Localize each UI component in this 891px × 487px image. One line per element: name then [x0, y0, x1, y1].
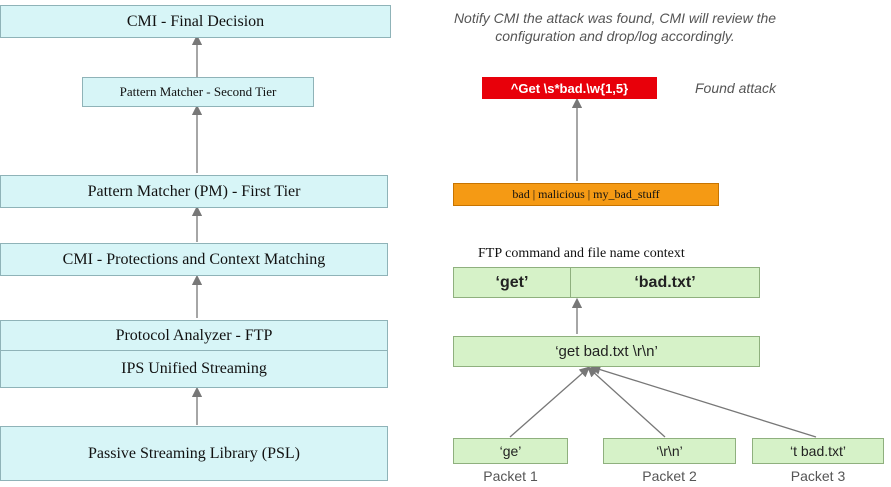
protocol-analyzer-label: Protocol Analyzer - FTP [115, 326, 273, 344]
box-cmi-protections: CMI - Protections and Context Matching [0, 243, 388, 276]
ips-streaming-label: IPS Unified Streaming [121, 360, 267, 377]
box-protocol-analyzer: Protocol Analyzer - FTP [0, 320, 388, 351]
notify-text-line2: configuration and drop/log accordingly. [495, 28, 735, 44]
packet1-label: Packet 1 [483, 468, 538, 484]
context-label: FTP command and file name context [478, 246, 685, 261]
notify-text: Notify CMI the attack was found, CMI wil… [425, 9, 805, 45]
arrow-packet2-to-assembled [587, 366, 666, 438]
packet1-box: ‘ge’ [453, 438, 568, 464]
cmi-protections-label: CMI - Protections and Context Matching [62, 250, 326, 268]
found-attack-label: Found attack [695, 80, 776, 96]
box-psl: Passive Streaming Library (PSL) [0, 426, 388, 481]
notify-text-line1: Notify CMI the attack was found, CMI wil… [453, 10, 777, 26]
packet2-box: ‘\r\n’ [603, 438, 736, 464]
regex-alert-label: ^Get \s*bad.\w{1,5} [510, 80, 629, 96]
pattern-label: bad | malicious | my_bad_stuff [512, 187, 660, 201]
assembled-stream-label: ‘get bad.txt \r\n’ [555, 343, 658, 360]
pm-first-tier-label: Pattern Matcher (PM) - First Tier [87, 182, 301, 200]
pm-second-tier-label: Pattern Matcher - Second Tier [119, 84, 277, 99]
context-file-label: ‘bad.txt’ [634, 273, 696, 291]
final-decision-label: CMI - Final Decision [126, 12, 265, 30]
box-ips-streaming: IPS Unified Streaming [0, 350, 388, 388]
context-cmd-box: ‘get’ [453, 267, 571, 298]
arrow-packet3-to-assembled [590, 364, 817, 438]
pattern-box: bad | malicious | my_bad_stuff [453, 183, 719, 206]
box-pm-second-tier: Pattern Matcher - Second Tier [82, 77, 314, 107]
box-pm-first-tier: Pattern Matcher (PM) - First Tier [0, 175, 388, 208]
assembled-stream-box: ‘get bad.txt \r\n’ [453, 336, 760, 367]
packet2-label: Packet 2 [642, 468, 697, 484]
context-cmd-label: ‘get’ [495, 273, 529, 291]
packet3-box: ‘t bad.txt’ [752, 438, 884, 464]
packet3-value: ‘t bad.txt’ [789, 443, 847, 459]
psl-label: Passive Streaming Library (PSL) [88, 444, 300, 462]
arrow-packet1-to-assembled [509, 366, 590, 438]
regex-alert-box: ^Get \s*bad.\w{1,5} [482, 77, 657, 99]
box-final-decision: CMI - Final Decision [0, 5, 391, 38]
packet2-value: ‘\r\n’ [656, 443, 683, 459]
packet1-value: ‘ge’ [499, 443, 522, 459]
packet3-label: Packet 3 [790, 468, 846, 484]
context-file-box: ‘bad.txt’ [570, 267, 760, 298]
